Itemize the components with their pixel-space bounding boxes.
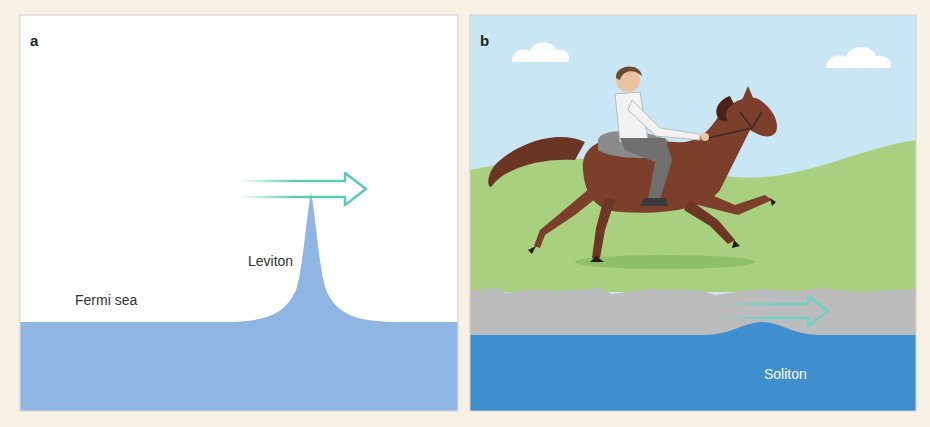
cloud — [512, 43, 569, 62]
wave-label: Soliton — [764, 367, 807, 382]
panel-b — [470, 15, 916, 411]
motion-arrow — [722, 296, 828, 326]
canal-bank — [471, 288, 916, 335]
peak-label: Leviton — [248, 254, 293, 269]
cloud — [826, 47, 891, 68]
panel-letter: a — [30, 33, 38, 50]
fermi-sea — [21, 192, 458, 411]
motion-arrow — [238, 173, 366, 205]
region-label: Fermi sea — [75, 293, 137, 308]
horse — [488, 86, 777, 262]
water — [471, 322, 916, 411]
panel-a — [20, 15, 458, 411]
rider — [598, 66, 709, 206]
panel-letter: b — [480, 33, 489, 50]
